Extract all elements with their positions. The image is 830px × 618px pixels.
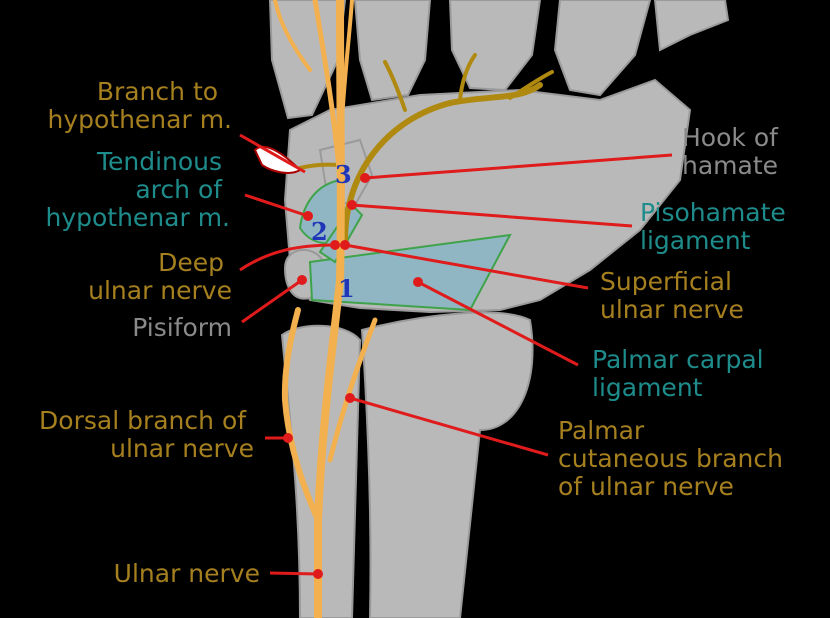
zone-numbers: 1 2 3 — [311, 160, 355, 303]
dot-hook — [360, 173, 370, 183]
label-hook-of-hamate: Hook of hamate — [682, 123, 786, 180]
metacarpal-2 — [553, 0, 652, 97]
dot-deep — [330, 240, 340, 250]
radius — [360, 311, 534, 618]
branch-to-hypothenar — [298, 162, 340, 170]
superficial-branch-2 — [340, 0, 354, 122]
zone-number-2: 2 — [311, 217, 328, 246]
label-palmar-cutaneous-branch: Palmar cutaneous branch of ulnar nerve — [558, 416, 791, 501]
zone-number-3: 3 — [335, 160, 352, 189]
label-pisiform: Pisiform — [132, 313, 232, 342]
label-ulnar-nerve: Ulnar nerve — [114, 559, 260, 588]
left-labels: Branch to hypothenar m. Tendinous arch o… — [39, 77, 260, 588]
dot-dorsal — [283, 433, 293, 443]
label-tendinous-arch: Tendinous arch of hypothenar m. — [45, 147, 230, 232]
dot-palmar-cutaneous — [345, 393, 355, 403]
leader-pisohamate — [351, 203, 633, 228]
metacarpal-5 — [268, 0, 347, 120]
leader-lines — [239, 133, 673, 579]
metacarpal-4 — [353, 0, 432, 102]
leader-pisiform — [241, 278, 303, 324]
dot-palmar-carpal — [413, 277, 423, 287]
dot-tendinous — [303, 211, 313, 221]
leader-hook-of-hamate — [364, 153, 673, 180]
dot-ulnar — [313, 569, 323, 579]
deep-branch-3 — [508, 70, 554, 100]
label-branch-to-hypothenar: Branch to hypothenar m. — [47, 77, 232, 134]
ulnar-nerve-main — [314, 0, 345, 618]
leader-palmar-carpal — [417, 280, 579, 367]
right-labels: Hook of hamate Pisohamate ligament Super… — [558, 123, 794, 501]
leader-branch-to-hypothenar — [239, 133, 306, 174]
nerves — [273, 0, 554, 618]
ligaments — [253, 145, 512, 312]
dot-pisohamate — [347, 200, 357, 210]
leader-superficial-ulnar — [344, 243, 589, 290]
leader-deep-ulnar — [239, 243, 336, 272]
hand-nerve-small — [273, 0, 312, 72]
leader-ulnar-nerve — [269, 571, 319, 576]
palmar-cutaneous-branch — [327, 317, 378, 463]
label-pisohamate-ligament: Pisohamate ligament — [640, 198, 794, 255]
dorsal-branch — [281, 307, 321, 523]
label-dorsal-branch: Dorsal branch of ulnar nerve — [39, 406, 254, 463]
dot-pisiform — [297, 275, 307, 285]
deep-branch-1 — [383, 60, 407, 112]
leader-tendinous-arch — [244, 193, 309, 218]
thumb — [653, 0, 730, 52]
superficial-branch — [312, 0, 343, 183]
dot-superficial — [340, 240, 350, 250]
label-palmar-carpal-ligament: Palmar carpal ligament — [592, 345, 772, 402]
label-superficial-ulnar-nerve: Superficial ulnar nerve — [600, 267, 744, 324]
deep-branch-2 — [458, 53, 477, 102]
label-deep-ulnar-nerve: Deep ulnar nerve — [88, 248, 232, 305]
zone-number-1: 1 — [338, 274, 355, 303]
leader-palmar-cutaneous — [349, 396, 549, 457]
